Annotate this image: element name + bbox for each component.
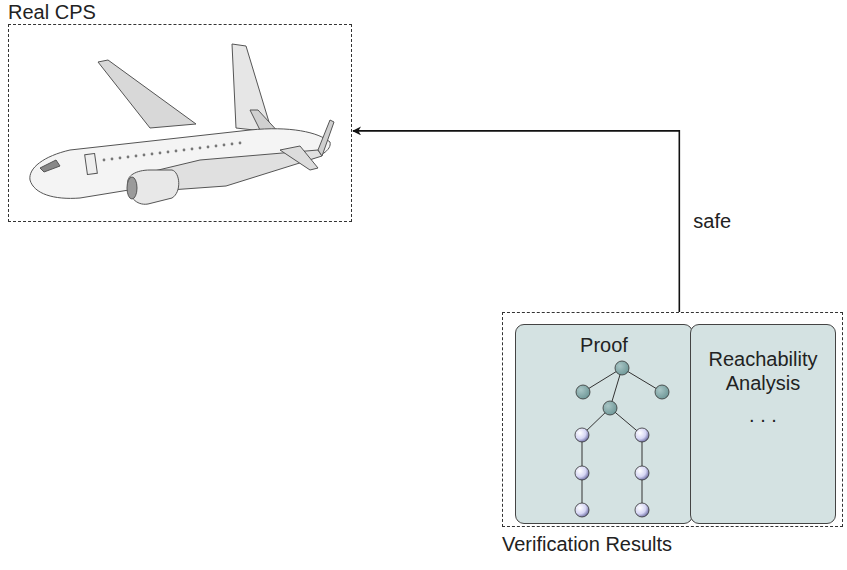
results-frame: Verification Results ProofReachability A… — [502, 312, 843, 527]
analysis-box: Reachability Analysis . . . — [690, 324, 836, 524]
box-title: Proof — [516, 333, 692, 357]
proof-box: Proof — [515, 324, 693, 524]
box-title: Reachability Analysis — [695, 347, 831, 395]
arrow-connector — [353, 131, 679, 312]
system-frame: Real CPS — [8, 24, 352, 222]
ellipsis-text: . . . — [695, 403, 831, 427]
edge-label: safe — [691, 209, 733, 233]
frame-heading: Verification Results — [502, 532, 672, 556]
frame-heading: Real CPS — [8, 0, 96, 24]
